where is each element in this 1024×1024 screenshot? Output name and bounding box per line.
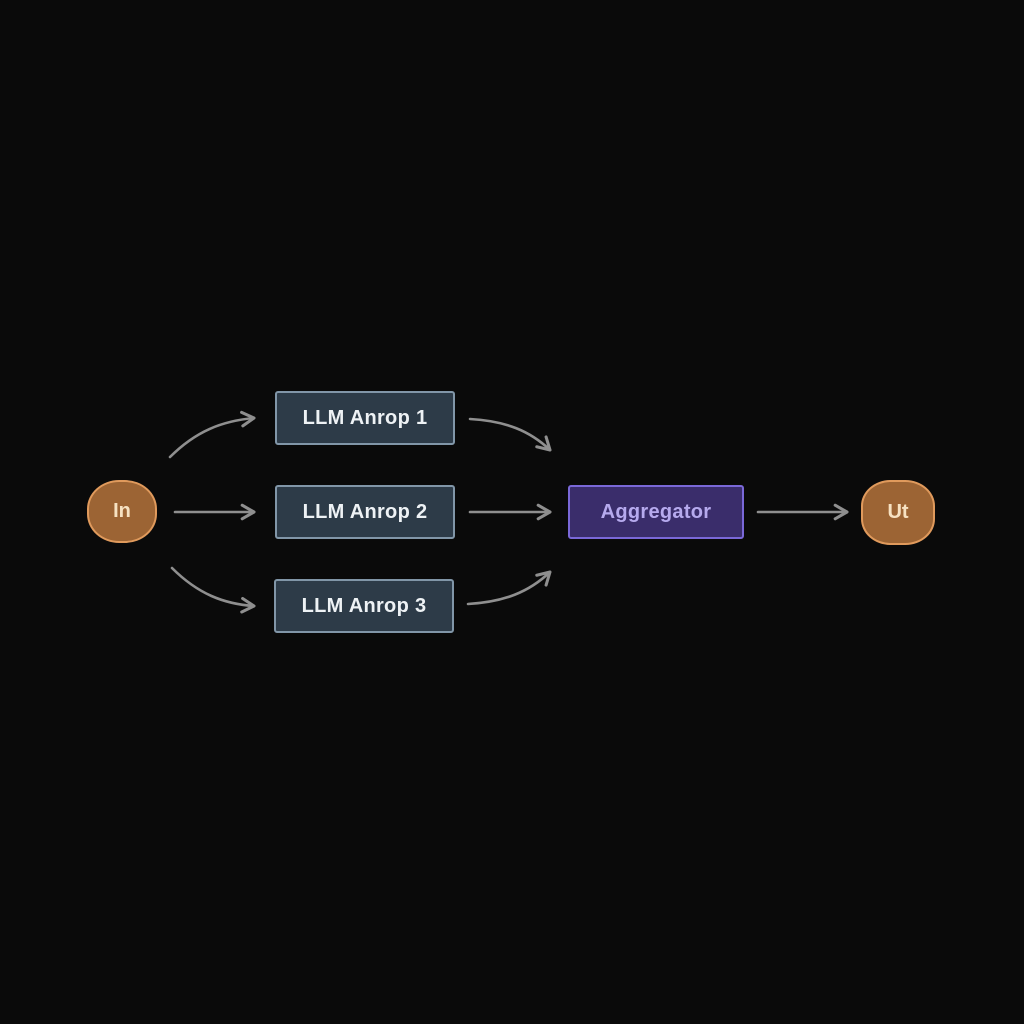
llm-call-2-node: LLM Anrop 2 — [275, 485, 455, 539]
llm-call-2-label: LLM Anrop 2 — [302, 500, 428, 523]
llm-call-3-label: LLM Anrop 3 — [301, 594, 427, 617]
aggregator-node: Aggregator — [568, 485, 744, 539]
arrow-in-to-llm1 — [168, 410, 256, 459]
input-node: In — [87, 480, 157, 543]
arrow-llm1-to-aggregator — [468, 417, 552, 452]
output-node-label: Ut — [887, 501, 909, 523]
output-node: Ut — [861, 480, 935, 545]
aggregator-label: Aggregator — [600, 500, 712, 523]
arrow-in-to-llm3 — [170, 566, 256, 614]
arrow-llm3-to-aggregator — [466, 570, 552, 606]
llm-call-1-node: LLM Anrop 1 — [275, 391, 455, 445]
llm-call-3-node: LLM Anrop 3 — [274, 579, 454, 633]
input-node-label: In — [113, 500, 131, 522]
llm-call-1-label: LLM Anrop 1 — [302, 406, 428, 429]
